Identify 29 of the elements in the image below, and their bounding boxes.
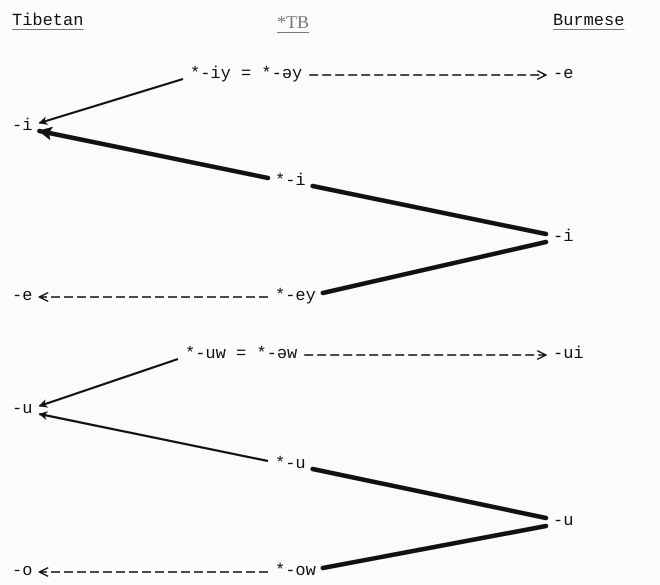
arrow [38, 78, 184, 125]
reconstructed-form: -e [553, 65, 574, 85]
column-heading: *TB [277, 12, 310, 32]
reconstructed-form: *-ow [275, 562, 316, 582]
reconstructed-form: *-i [275, 172, 306, 192]
column-heading: Burmese [553, 12, 624, 32]
wedge-line [310, 466, 548, 520]
wedge-line [320, 240, 548, 296]
dashed-arrow [304, 350, 547, 360]
dashed-arrow [309, 70, 547, 80]
reconstructed-form: -ui [553, 345, 584, 365]
reconstructed-form: -u [12, 400, 32, 420]
reconstructed-form: *-u [275, 455, 306, 475]
arrow [38, 358, 178, 408]
reconstructed-form: -i [12, 117, 32, 137]
reconstructed-form: -u [553, 512, 574, 532]
arrow [38, 411, 268, 462]
wedge-line [320, 524, 548, 570]
reconstructed-form: *-iy = *-əy [190, 65, 302, 85]
reconstructed-form: -o [12, 562, 32, 582]
dashed-arrow [38, 292, 268, 302]
reconstructed-form: *-ey [275, 287, 316, 307]
dashed-arrow [38, 566, 268, 578]
wedge-line [310, 184, 548, 236]
wedge-line [37, 126, 270, 180]
reconstructed-form: *-uw = *-əw [185, 345, 298, 365]
reconstructed-form: -i [553, 228, 574, 248]
column-heading: Tibetan [12, 12, 84, 32]
reconstructed-form: -e [12, 287, 32, 307]
